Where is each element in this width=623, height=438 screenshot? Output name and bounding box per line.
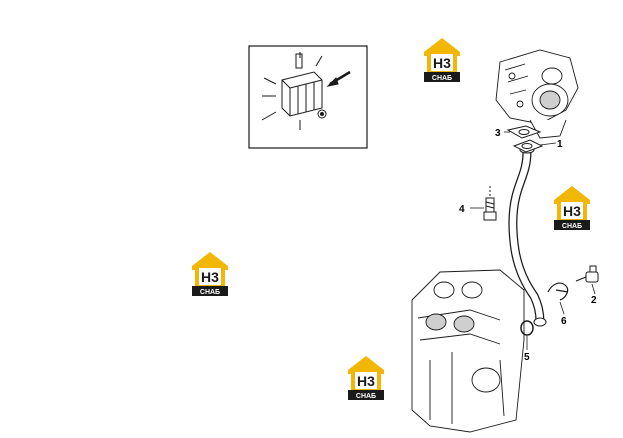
callout-3: 3 [495, 128, 501, 139]
watermark-logo: СНАБ [348, 356, 384, 400]
callout-4: 4 [459, 204, 465, 215]
oil-pipe [508, 146, 547, 327]
inset-arrows [261, 52, 351, 130]
callout-6: 6 [561, 316, 567, 327]
svg-text:СНАБ: СНАБ [356, 393, 376, 400]
gasket [506, 125, 542, 139]
callout-5: 5 [524, 352, 530, 363]
leader-lines [470, 131, 596, 350]
callout-2: 2 [591, 295, 597, 306]
svg-text:СНАБ: СНАБ [200, 289, 220, 296]
bolt [483, 186, 497, 221]
watermark-logo: СНАБ [192, 252, 228, 296]
turbocharger-illustration [495, 49, 579, 139]
svg-text:СНАБ: СНАБ [432, 75, 452, 82]
svg-text:СНАБ: СНАБ [562, 223, 582, 230]
watermark-logo: СНАБ [554, 186, 590, 230]
watermark-logo: СНАБ [424, 38, 460, 82]
detail-inset [248, 45, 368, 149]
o-ring [520, 320, 534, 336]
hose-fitting [575, 265, 599, 283]
pipe-flange [512, 139, 544, 153]
inset-component [281, 53, 327, 119]
pipe-clip [547, 282, 569, 301]
engine-block-illustration [411, 269, 525, 433]
callout-1: 1 [557, 139, 563, 150]
